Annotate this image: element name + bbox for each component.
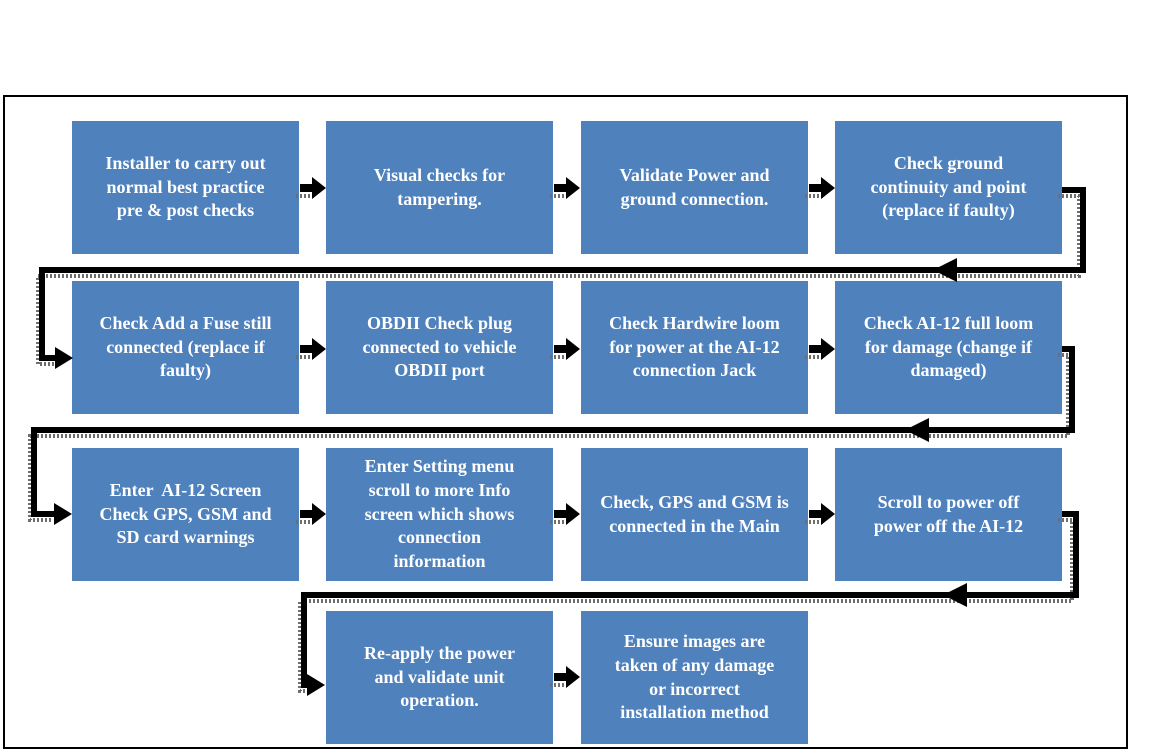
flow-step-4-box: Check ground continuity and point (repla… <box>835 121 1062 254</box>
flow-step-1-box: Installer to carry out normal best pract… <box>72 121 299 254</box>
flow-step-11-box: Check, GPS and GSM is connected in the M… <box>581 448 808 581</box>
flow-step-2-box: Visual checks for tampering. <box>326 121 553 254</box>
flow-step-14-box: Ensure images are taken of any damage or… <box>581 611 808 744</box>
flow-step-8-box: Check AI-12 full loom for damage (change… <box>835 281 1062 414</box>
flow-step-12-box: Scroll to power off power off the AI-12 <box>835 448 1062 581</box>
flow-step-10-box: Enter Setting menu scroll to more Info s… <box>326 448 553 581</box>
flow-step-3-box: Validate Power and ground connection. <box>581 121 808 254</box>
flow-step-13-box: Re-apply the power and validate unit ope… <box>326 611 553 744</box>
flow-step-5-box: Check Add a Fuse still connected (replac… <box>72 281 299 414</box>
flow-step-7-box: Check Hardwire loom for power at the AI-… <box>581 281 808 414</box>
flow-step-6-box: OBDII Check plug connected to vehicle OB… <box>326 281 553 414</box>
diagram-frame-border <box>3 95 1128 749</box>
flow-step-9-box: Enter AI-12 Screen Check GPS, GSM and SD… <box>72 448 299 581</box>
